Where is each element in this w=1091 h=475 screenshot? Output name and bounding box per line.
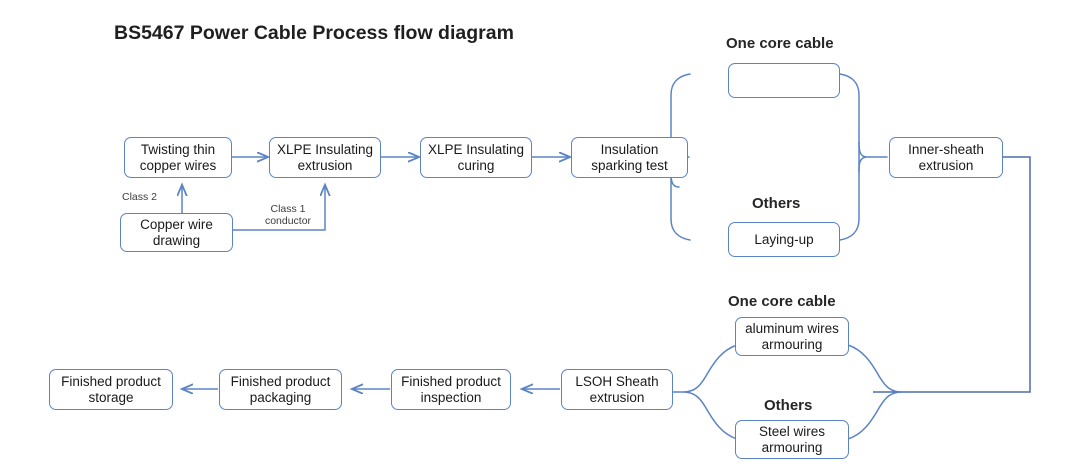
group-label-one-core-cable-top: One core cable <box>726 35 834 52</box>
group-label-one-core-cable-bottom: One core cable <box>728 293 836 310</box>
group-label-others-bottom: Others <box>764 397 813 414</box>
node-xlpe-insulating-curing[interactable]: XLPE Insulating curing <box>420 137 532 178</box>
node-insulation-sparking-test[interactable]: Insulation sparking test <box>571 137 688 178</box>
node-copper-wire-drawing[interactable]: Copper wire drawing <box>120 213 233 252</box>
node-one-core-cable-pass-through[interactable] <box>728 63 840 98</box>
page-title: BS5467 Power Cable Process flow diagram <box>114 22 514 44</box>
edge-label-class-2: Class 2 <box>122 191 158 203</box>
edge-innersheath-to-bottom <box>873 156 1031 393</box>
node-twisting-thin-copper-wires[interactable]: Twisting thin copper wires <box>124 137 232 178</box>
node-aluminum-wires-armouring[interactable]: aluminum wires armouring <box>735 317 849 356</box>
brace-row1-right <box>839 73 888 241</box>
node-finished-product-storage[interactable]: Finished product storage <box>49 369 173 410</box>
node-inner-sheath-extrusion[interactable]: Inner-sheath extrusion <box>889 137 1003 178</box>
edge-drawing-to-extrusion <box>232 185 325 231</box>
fork-row2-left <box>672 344 738 440</box>
node-lsoh-sheath-extrusion[interactable]: LSOH Sheath extrusion <box>561 369 673 410</box>
node-laying-up[interactable]: Laying-up <box>728 222 840 257</box>
node-xlpe-insulating-extrusion[interactable]: XLPE Insulating extrusion <box>269 137 381 178</box>
fork-row2-right <box>847 344 903 440</box>
edge-label-class-1-conductor: Class 1 conductor <box>264 203 312 228</box>
group-label-others-top: Others <box>752 195 801 212</box>
node-steel-wires-armouring[interactable]: Steel wires armouring <box>735 420 849 459</box>
node-finished-product-inspection[interactable]: Finished product inspection <box>391 369 511 410</box>
node-finished-product-packaging[interactable]: Finished product packaging <box>219 369 342 410</box>
